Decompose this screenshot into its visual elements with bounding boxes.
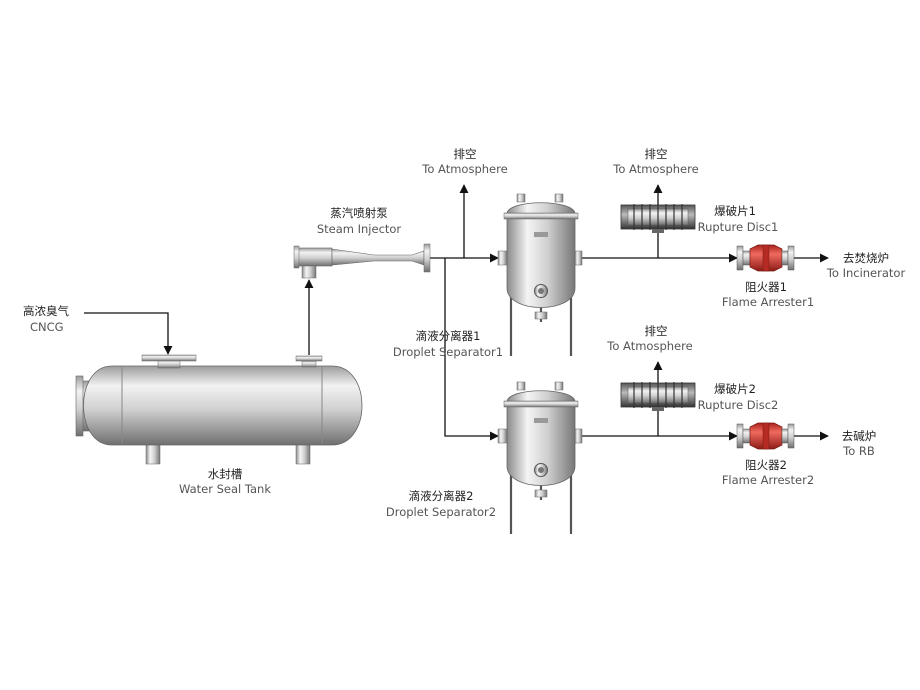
cncg-inlet-pipe xyxy=(84,312,173,355)
rupture-disc-1-label-en: Rupture Disc1 xyxy=(698,220,779,234)
rupture-disc-2-label-zh: 爆破片2 xyxy=(714,382,756,396)
droplet-separator-1 xyxy=(497,193,583,356)
separator-2-label-zh: 滴液分离器2 xyxy=(409,489,474,503)
pipelines xyxy=(84,184,829,441)
steam-injector-label-zh: 蒸汽喷射泵 xyxy=(330,206,388,220)
flame-arrester-2-label-zh: 阻火器2 xyxy=(745,458,787,472)
vent-1-label-zh: 排空 xyxy=(454,147,477,161)
rupture-disc-1-label-zh: 爆破片1 xyxy=(714,204,756,218)
vent-1-label-en: To Atmosphere xyxy=(421,162,507,176)
rupture-disc-2 xyxy=(620,382,696,411)
rb-label-en: To RB xyxy=(842,444,875,458)
steam-injector-label-en: Steam Injector xyxy=(317,222,402,236)
water-seal-tank-label-en: Water Seal Tank xyxy=(179,482,271,496)
rupture-disc-2-label-en: Rupture Disc2 xyxy=(698,398,779,412)
separator-2-label-en: Droplet Separator2 xyxy=(386,505,496,519)
labels: 高浓臭气 CNCG 水封槽 Water Seal Tank 蒸汽喷射泵 Stea… xyxy=(23,147,905,519)
vent-2-label-zh: 排空 xyxy=(645,147,668,161)
flame-arrester-2-label-en: Flame Arrester2 xyxy=(722,473,814,487)
vent-2-label-en: To Atmosphere xyxy=(612,162,698,176)
branch-to-separator2-pipe xyxy=(444,258,499,441)
water-seal-tank xyxy=(75,354,363,465)
droplet-separator-2 xyxy=(497,381,583,534)
water-seal-tank-label-zh: 水封槽 xyxy=(208,467,243,481)
rb-label-zh: 去碱炉 xyxy=(842,429,877,443)
rupture-disc-1 xyxy=(620,204,696,233)
flame-arrester-1 xyxy=(736,244,795,272)
vent-3-label-en: To Atmosphere xyxy=(606,339,692,353)
steam-injector xyxy=(293,243,431,279)
separator-1-label-zh: 滴液分离器1 xyxy=(416,329,481,343)
cncg-label-zh: 高浓臭气 xyxy=(23,304,69,318)
flame-arrester-1-label-en: Flame Arrester1 xyxy=(722,295,814,309)
incinerator-label-en: To Incinerator xyxy=(826,266,906,280)
incinerator-label-zh: 去焚烧炉 xyxy=(843,251,889,265)
cncg-label-en: CNCG xyxy=(30,320,64,334)
separator-1-label-en: Droplet Separator1 xyxy=(393,345,503,359)
flame-arrester-2 xyxy=(736,422,795,450)
vent-3-label-zh: 排空 xyxy=(645,324,668,338)
flame-arrester-1-label-zh: 阻火器1 xyxy=(745,280,787,294)
